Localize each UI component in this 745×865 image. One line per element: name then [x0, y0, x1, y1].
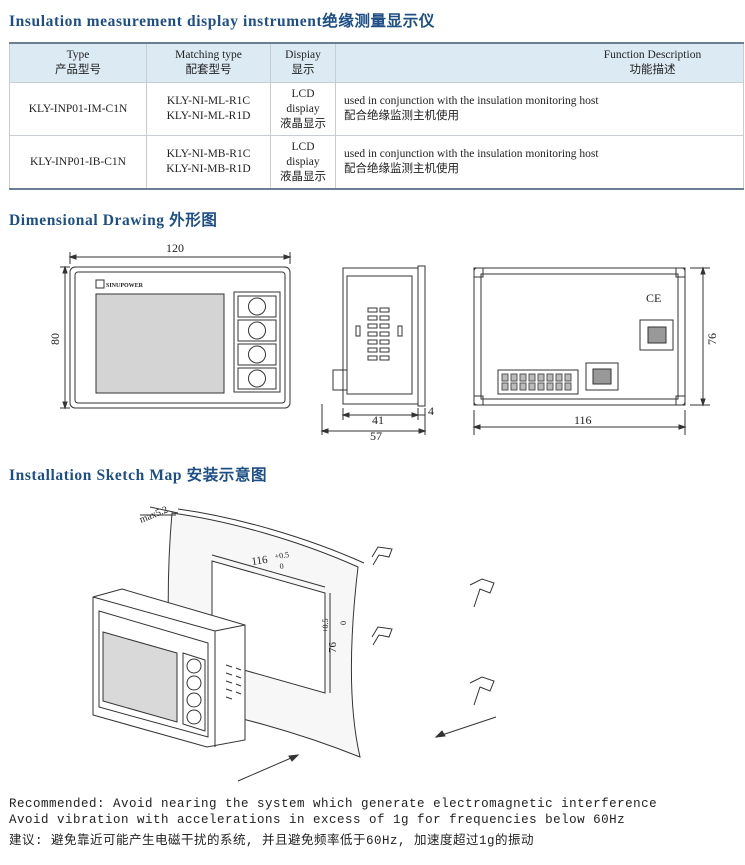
dim-front-height: 80: [48, 333, 62, 345]
row-function: used in conjunction with the insulation …: [335, 135, 744, 190]
installation-title: Installation Sketch Map 安装示意图: [9, 467, 268, 484]
page-title: Insulation measurement display instrumen…: [9, 13, 435, 30]
cutout-height-tol-plus: +0.5: [321, 618, 330, 633]
installation-sketch: max5.2 116 +0.5 0 76 +0.5 0: [92, 504, 497, 782]
dimensional-title: Dimensional Drawing 外形图: [9, 212, 218, 229]
cutout-width-tol-minus: 0: [279, 562, 284, 571]
cutout-height-tol-minus: 0: [339, 621, 348, 625]
cutout-height-label: 76: [327, 642, 339, 654]
device-3d: [92, 588, 246, 748]
front-buttons: [237, 295, 277, 390]
cutout-width-tol-plus: +0.5: [274, 550, 290, 561]
note-line-3: 建议: 避免靠近可能产生电磁干扰的系统, 并且避免频率低于60Hz, 加速度超过…: [9, 834, 535, 848]
dim-side-depth: 41: [372, 413, 384, 427]
back-view: [472, 266, 710, 435]
mounting-clips: [371, 546, 495, 706]
dim-side-total: 57: [370, 429, 382, 443]
dim-side-flange: 4: [428, 404, 434, 418]
note-line-2: Avoid vibration with accelerations in ex…: [9, 813, 626, 827]
dimensional-drawing: 120 80 SINUPOWER 41 4 57 CE 116 76: [48, 241, 719, 443]
row-type: KLY-INP01-IM-C1N: [9, 82, 147, 136]
note-line-1: Recommended: Avoid nearing the system wh…: [9, 797, 658, 811]
front-view: [60, 252, 292, 410]
dim-back-width: 116: [574, 413, 592, 427]
side-vents: [355, 307, 403, 361]
cutout-width-label: 116: [251, 554, 269, 568]
row-function: used in conjunction with the insulation …: [335, 82, 744, 136]
ce-mark: CE: [646, 291, 661, 305]
side-view: [320, 265, 427, 435]
dim-back-height: 76: [705, 333, 719, 345]
dim-front-width: 120: [166, 241, 184, 255]
row-type: KLY-INP01-IB-C1N: [9, 135, 147, 190]
brand-logo-text: SINUPOWER: [106, 283, 144, 289]
